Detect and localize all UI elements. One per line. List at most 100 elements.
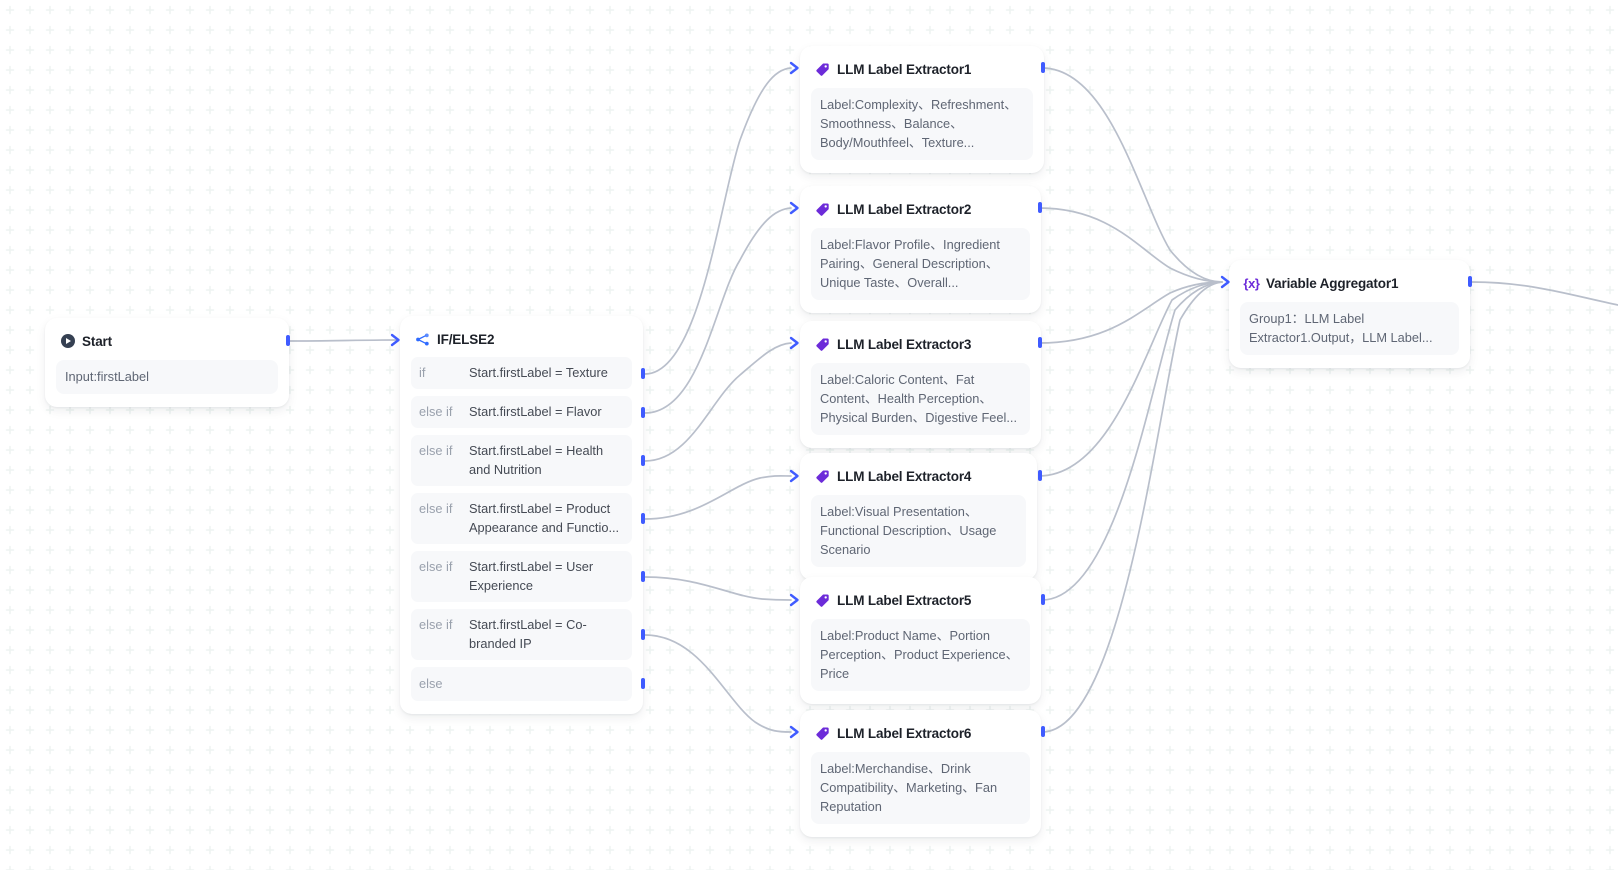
edge-elseif3-to-extractor4	[644, 474, 792, 520]
extractor2-input-handle[interactable]	[789, 201, 800, 215]
extractor3-input-handle[interactable]	[789, 336, 800, 350]
edge-extractor2-to-aggregator	[1038, 207, 1223, 283]
condition-expression	[469, 674, 624, 693]
node-title: LLM Label Extractor3	[837, 336, 972, 352]
condition-expression: Start.firstLabel = Texture	[469, 365, 608, 380]
ifelse-condition-row[interactable]: else if Start.firstLabel = Co-branded IP	[411, 609, 632, 660]
extractor6-output-handle[interactable]	[1041, 726, 1045, 737]
node-header: LLM Label Extractor3	[811, 332, 1030, 354]
edge-elseif2-to-extractor3	[644, 342, 792, 462]
aggregator-input-handle[interactable]	[1220, 275, 1231, 289]
node-header: {x} Variable Aggregator1	[1240, 271, 1459, 293]
node-description: Label:Flavor Profile、Ingredient Pairing、…	[811, 228, 1030, 300]
ifelse-output-handle-elseif4[interactable]	[641, 571, 645, 582]
node-description: Label:Visual Presentation、Functional Des…	[811, 495, 1026, 567]
ifelse-output-handle-elseif3[interactable]	[641, 513, 645, 524]
ifelse-condition-row[interactable]: else if Start.firstLabel = Flavor	[411, 396, 632, 428]
node-start[interactable]: Start Input:firstLabel	[45, 318, 289, 407]
node-start-description: Input:firstLabel	[56, 360, 278, 394]
node-description: Label:Complexity、Refreshment、Smoothness、…	[811, 88, 1033, 160]
ifelse-condition-row[interactable]: else if Start.firstLabel = User Experien…	[411, 551, 632, 602]
node-header: LLM Label Extractor4	[811, 464, 1026, 486]
node-description: Label:Product Name、Portion Perception、Pr…	[811, 619, 1030, 691]
extractor4-input-handle[interactable]	[789, 469, 800, 483]
node-header: LLM Label Extractor1	[811, 57, 1033, 79]
edge-extractor5-to-aggregator	[1041, 281, 1223, 601]
condition-expression: Start.firstLabel = Product Appearance an…	[469, 501, 620, 535]
condition-expression: Start.firstLabel = Co-branded IP	[469, 617, 587, 651]
ifelse-condition-row[interactable]: else if Start.firstLabel = Health and Nu…	[411, 435, 632, 486]
ifelse-output-handle-if[interactable]	[641, 368, 645, 379]
node-ifelse-header: IF/ELSE2	[411, 327, 632, 349]
branch-icon	[415, 332, 430, 347]
node-variable-aggregator-1[interactable]: {x} Variable Aggregator1 Group1：LLM Labe…	[1229, 260, 1470, 368]
edge-extractor1-to-aggregator	[1041, 67, 1223, 283]
node-title: LLM Label Extractor4	[837, 468, 972, 484]
extractor1-input-handle[interactable]	[789, 61, 800, 75]
start-output-handle[interactable]	[286, 335, 290, 346]
node-description: Group1：LLM Label Extractor1.Output，LLM L…	[1240, 302, 1459, 355]
condition-keyword: else if	[419, 501, 453, 516]
node-ifelse-title: IF/ELSE2	[437, 331, 495, 347]
ifelse-output-handle-elseif2[interactable]	[641, 455, 645, 466]
condition-expression: Start.firstLabel = User Experience	[469, 559, 594, 593]
extractor3-output-handle[interactable]	[1038, 337, 1042, 348]
ifelse-output-handle-elseif5[interactable]	[641, 629, 645, 640]
edge-elseif5-to-extractor6	[644, 634, 792, 733]
node-llm-label-extractor-3[interactable]: LLM Label Extractor3 Label:Caloric Conte…	[800, 321, 1041, 448]
node-header: LLM Label Extractor6	[811, 721, 1030, 743]
edge-extractor6-to-aggregator	[1041, 281, 1223, 733]
node-llm-label-extractor-2[interactable]: LLM Label Extractor2 Label:Flavor Profil…	[800, 186, 1041, 313]
ifelse-condition-list: if Start.firstLabel = Texture else if St…	[411, 357, 632, 701]
edge-if-to-extractor1	[644, 67, 792, 375]
extractor2-output-handle[interactable]	[1038, 202, 1042, 213]
extractor5-input-handle[interactable]	[789, 593, 800, 607]
ifelse-else-row[interactable]: else	[411, 667, 632, 701]
node-start-title: Start	[82, 333, 113, 349]
node-title: LLM Label Extractor2	[837, 201, 972, 217]
ifelse-condition-row[interactable]: else if Start.firstLabel = Product Appea…	[411, 493, 632, 544]
ifelse-input-handle[interactable]	[390, 333, 401, 347]
aggregator-output-handle[interactable]	[1468, 276, 1472, 287]
condition-keyword: else if	[419, 443, 453, 458]
tag-icon	[815, 337, 830, 352]
condition-keyword: else if	[419, 559, 453, 574]
extractor6-input-handle[interactable]	[789, 725, 800, 739]
tag-icon	[815, 202, 830, 217]
node-header: LLM Label Extractor2	[811, 197, 1030, 219]
extractor4-output-handle[interactable]	[1038, 470, 1042, 481]
condition-expression: Start.firstLabel = Health and Nutrition	[469, 443, 604, 477]
node-title: LLM Label Extractor6	[837, 725, 972, 741]
tag-icon	[815, 593, 830, 608]
play-circle-icon	[60, 334, 75, 349]
node-llm-label-extractor-1[interactable]: LLM Label Extractor1 Label:Complexity、Re…	[800, 46, 1044, 173]
node-description: Label:Merchandise、Drink Compatibility、Ma…	[811, 752, 1030, 824]
edge-extractor3-to-aggregator	[1038, 281, 1223, 344]
edge-start-to-ifelse	[288, 339, 397, 342]
node-header: LLM Label Extractor5	[811, 588, 1030, 610]
node-llm-label-extractor-4[interactable]: LLM Label Extractor4 Label:Visual Presen…	[800, 453, 1037, 580]
variable-braces-icon: {x}	[1243, 275, 1260, 291]
edge-elseif1-to-extractor2	[644, 207, 792, 414]
ifelse-output-handle-else[interactable]	[641, 678, 645, 689]
ifelse-condition-row[interactable]: if Start.firstLabel = Texture	[411, 357, 632, 389]
node-description: Label:Caloric Content、Fat Content、Health…	[811, 363, 1030, 435]
edge-aggregator-to-offscreen	[1471, 281, 1618, 306]
node-llm-label-extractor-6[interactable]: LLM Label Extractor6 Label:Merchandise、D…	[800, 710, 1041, 837]
ifelse-output-handle-elseif1[interactable]	[641, 407, 645, 418]
extractor5-output-handle[interactable]	[1041, 594, 1045, 605]
node-llm-label-extractor-5[interactable]: LLM Label Extractor5 Label:Product Name、…	[800, 577, 1041, 704]
condition-expression: Start.firstLabel = Flavor	[469, 404, 602, 419]
edge-extractor4-to-aggregator	[1038, 281, 1223, 477]
node-title: LLM Label Extractor5	[837, 592, 972, 608]
condition-keyword: if	[419, 365, 426, 380]
extractor1-output-handle[interactable]	[1041, 62, 1045, 73]
node-title: Variable Aggregator1	[1266, 275, 1399, 291]
tag-icon	[815, 469, 830, 484]
tag-icon	[815, 726, 830, 741]
condition-keyword: else	[419, 676, 443, 691]
tag-icon	[815, 62, 830, 77]
node-ifelse[interactable]: IF/ELSE2 if Start.firstLabel = Texture e…	[400, 316, 643, 714]
node-start-header: Start	[56, 329, 278, 351]
